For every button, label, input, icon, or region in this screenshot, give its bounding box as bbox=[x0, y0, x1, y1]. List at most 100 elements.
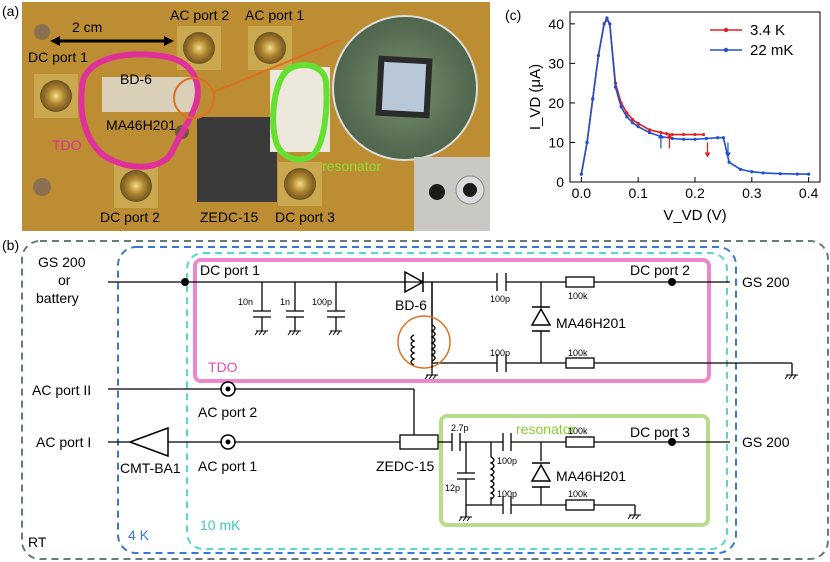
y-axis-label: I_VD (μA) bbox=[527, 64, 544, 130]
cap-100p-a-label: 100p bbox=[312, 297, 332, 307]
cap-100p-b-label: 100p bbox=[490, 294, 510, 304]
stage-4k-label: 4 K bbox=[128, 527, 150, 543]
x-tick-label: 0.2 bbox=[685, 185, 705, 201]
resonator-outline bbox=[270, 61, 330, 163]
tdo-box bbox=[193, 258, 711, 383]
series-point-1 bbox=[778, 172, 782, 176]
series-point-1 bbox=[727, 160, 731, 164]
series-point-1 bbox=[807, 172, 811, 176]
photo-ac-port-2: AC port 2 bbox=[170, 7, 230, 23]
y-tick-label: 10 bbox=[548, 134, 564, 150]
series-point-0 bbox=[682, 132, 686, 137]
series-point-1 bbox=[693, 137, 697, 141]
series-point-1 bbox=[579, 172, 583, 176]
series-point-0 bbox=[701, 132, 706, 137]
rt-label: RT bbox=[28, 534, 47, 550]
arrow-head bbox=[724, 152, 731, 158]
series-point-1 bbox=[716, 136, 720, 140]
zoom-pointer bbox=[213, 39, 341, 93]
series-point-0 bbox=[670, 132, 674, 137]
series-point-1 bbox=[585, 140, 589, 145]
arrow-head bbox=[704, 152, 711, 158]
dc-port-1-label: DC port 1 bbox=[200, 262, 260, 278]
series-point-0 bbox=[647, 128, 652, 132]
connector-dc1 bbox=[34, 74, 78, 118]
x-tick-label: 0.0 bbox=[572, 185, 592, 201]
coil-highlight bbox=[173, 77, 215, 119]
photo-drawing bbox=[22, 2, 490, 231]
zedc-board bbox=[197, 117, 277, 202]
cap-100p-d-label: 100p bbox=[497, 456, 517, 466]
res-100k-a-label: 100k bbox=[568, 291, 588, 301]
gs200-left-line3: battery bbox=[36, 290, 79, 306]
y-tick-label: 0 bbox=[556, 174, 564, 190]
tdo-outline bbox=[78, 51, 201, 170]
zedc15-label: ZEDC-15 bbox=[376, 458, 435, 474]
photo-resonator: resonator bbox=[322, 158, 382, 174]
chart-series bbox=[579, 16, 811, 176]
connector-ac2 bbox=[177, 26, 221, 70]
series-point-1 bbox=[761, 171, 765, 175]
series-point-0 bbox=[625, 111, 629, 115]
photo-dc-port-3: DC port 3 bbox=[275, 209, 335, 225]
ma46h201-bottom-label: MA46H201 bbox=[556, 468, 626, 484]
series-point-0 bbox=[693, 132, 697, 137]
ma46h201-top-label: MA46H201 bbox=[556, 315, 626, 331]
res-100k-d-label: 100k bbox=[568, 489, 588, 499]
series-point-1 bbox=[605, 16, 609, 20]
panel-label-a: (a) bbox=[2, 3, 20, 19]
circuit-diagram: GS 200 or battery DC port 1 DC port 2 GS… bbox=[21, 240, 829, 560]
cap-100p-c-label: 100p bbox=[490, 348, 510, 358]
series-point-1 bbox=[630, 121, 635, 125]
series-point-1 bbox=[591, 97, 595, 101]
resonator-label: resonator bbox=[516, 421, 575, 437]
ac-port-2-symbol bbox=[220, 381, 236, 397]
ac-port-i-label: AC port I bbox=[36, 434, 91, 450]
series-point-1 bbox=[721, 136, 726, 140]
tdo-label: TDO bbox=[208, 359, 238, 375]
series-point-1 bbox=[625, 115, 629, 119]
legend-marker-1 bbox=[723, 47, 729, 53]
x-axis-label: V_VD (V) bbox=[663, 207, 726, 224]
series-point-0 bbox=[630, 117, 635, 122]
varactor-top bbox=[530, 306, 552, 332]
resonator-box bbox=[439, 414, 710, 527]
series-line-0 bbox=[580, 18, 704, 175]
series-point-1 bbox=[647, 130, 652, 135]
res-100k-c-label: 100k bbox=[568, 426, 588, 436]
x-tick-label: 0.3 bbox=[742, 185, 762, 201]
dc-port-1-node bbox=[181, 278, 189, 286]
res-100k-b-label: 100k bbox=[568, 348, 588, 358]
ac-port-1-label: AC port 1 bbox=[198, 458, 257, 474]
varactor-bottom bbox=[530, 462, 552, 488]
series-point-1 bbox=[795, 172, 799, 176]
dc-port-3-label: DC port 3 bbox=[630, 424, 690, 440]
coil-circle bbox=[397, 315, 451, 369]
photo-tdo: TDO bbox=[52, 137, 82, 153]
dc-port-2-node bbox=[668, 278, 676, 286]
dc-port-2-label: DC port 2 bbox=[630, 262, 690, 278]
cap-1n-label: 1n bbox=[280, 297, 290, 307]
series-point-1 bbox=[613, 85, 618, 89]
tdo-inductor bbox=[430, 324, 436, 362]
series-point-0 bbox=[664, 132, 669, 136]
legend-marker-0 bbox=[723, 27, 729, 33]
series-point-0 bbox=[659, 130, 663, 135]
arrow-head bbox=[657, 133, 664, 139]
chart-legend: 3.4 K22 mK bbox=[710, 22, 793, 59]
ac-port-2-label: AC port 2 bbox=[198, 404, 257, 420]
cap-2p7-label: 2.7p bbox=[451, 423, 469, 433]
stage-10mk-label: 10 mK bbox=[200, 517, 241, 533]
arrow-head bbox=[666, 133, 673, 139]
bd6-label: BD-6 bbox=[395, 297, 427, 313]
ac-coupling-coil bbox=[410, 334, 416, 366]
bd6-diode bbox=[404, 270, 425, 294]
dc-port-3-node bbox=[668, 438, 676, 446]
connector-dc3 bbox=[278, 162, 322, 206]
panel-label-b: (b) bbox=[2, 237, 20, 253]
series-point-0 bbox=[636, 121, 640, 126]
photo-zedc15: ZEDC-15 bbox=[200, 209, 259, 225]
series-point-1 bbox=[619, 105, 623, 109]
photo-ac-port-1: AC port 1 bbox=[245, 7, 305, 23]
series-point-1 bbox=[602, 22, 606, 26]
